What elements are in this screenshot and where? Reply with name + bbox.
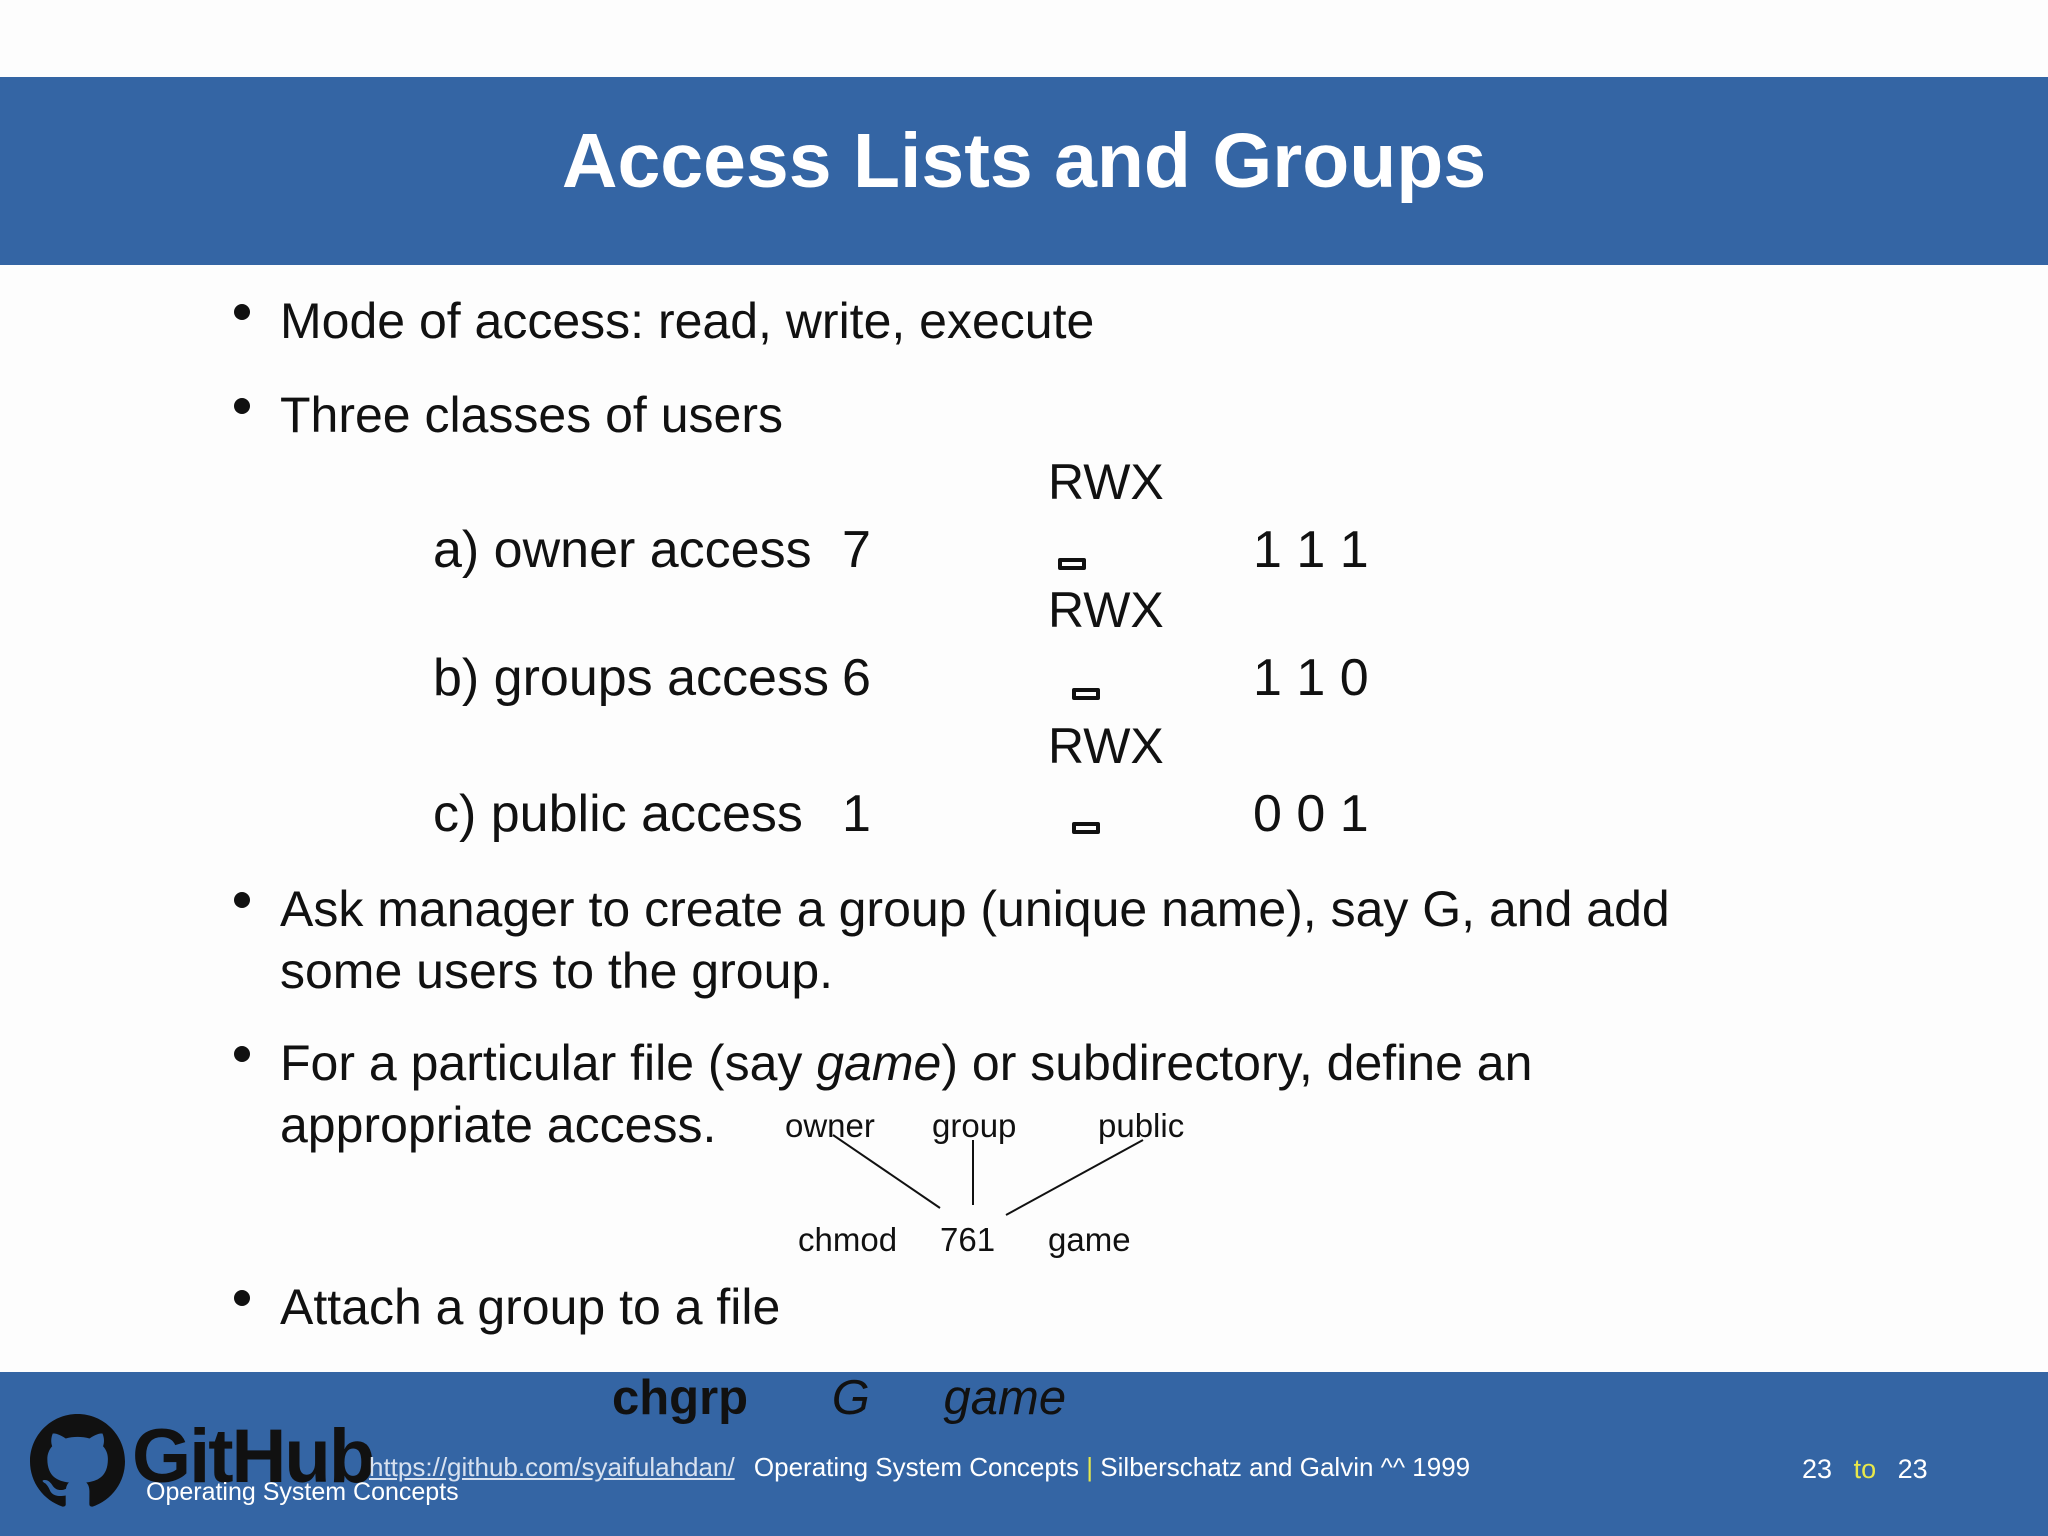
text-segment-italic: game [816,1035,942,1091]
page-current: 23 [1802,1454,1833,1484]
rwx-header: RWX [1048,582,1164,638]
bullet-three-classes: Three classes of users [280,387,783,443]
page-total: 23 [1897,1454,1928,1484]
arrow-down-icon [1072,822,1100,834]
file-name: game [1048,1221,1131,1258]
arrow-down-icon [1072,688,1100,700]
rwx-header: RWX [1048,454,1164,510]
chgrp-group: G [831,1371,870,1425]
bullet-particular-file-line1: For a particular file (say game) or subd… [280,1032,1532,1094]
footer-book-title: Operating System Concepts [753,1452,1080,1482]
row-label: b) groups access [433,649,829,707]
row-number: 6 [842,649,871,707]
footer-separator: | [1086,1452,1094,1482]
footer-overlay-title: Operating System Concepts [146,1478,459,1506]
row-number: 7 [842,521,871,579]
title-bar [0,77,2048,265]
footer-bar [0,1372,2048,1536]
text-segment: ) or subdirectory, define an [941,1035,1533,1091]
label-owner: owner [785,1107,875,1144]
bullet-dot [234,1290,250,1306]
mode-value: 761 [940,1221,996,1258]
rwx-header: RWX [1048,718,1164,774]
github-link[interactable]: https://github.com/syaifulahdan/ [369,1452,735,1482]
chgrp-command-line: chgrp G game [612,1368,1066,1428]
bullet-dot [234,1046,250,1062]
bullet-ask-manager-line2: some users to the group. [280,943,834,999]
github-wordmark: GitHub [132,1414,375,1499]
row-bits: 1 1 0 [1253,649,1369,707]
bullet-dot [234,398,250,414]
footer-authors: Silberschatz and Galvin ^^ 1999 [1100,1452,1471,1482]
bullet-attach-group: Attach a group to a file [280,1279,781,1335]
row-bits: 1 1 1 [1253,521,1369,579]
bullet-dot [234,892,250,908]
chgrp-file: game [943,1371,1067,1425]
bullet-particular-file-line2: appropriate access. [280,1097,717,1153]
bullet-dot [234,304,250,320]
footer-line: https://github.com/syaifulahdan/ Operati… [369,1452,1470,1482]
row-bits: 0 0 1 [1253,785,1369,843]
arrow-down-icon [1058,558,1086,570]
label-group: group [932,1107,1017,1144]
command-chmod: chmod [798,1221,898,1258]
row-label: a) owner access [433,521,812,579]
label-public: public [1098,1107,1185,1144]
page-to: to [1853,1454,1877,1484]
github-logo-icon [30,1414,125,1507]
chgrp-cmd: chgrp [612,1371,749,1425]
bullet-mode-of-access: Mode of access: read, write, execute [280,293,1095,349]
row-label: c) public access [433,785,803,843]
connector-public [1005,1139,1144,1216]
row-number: 1 [842,785,871,843]
page-counter: 23 to 23 [1802,1454,1928,1484]
text-segment: For a particular file (say [280,1035,817,1091]
slide-title: Access Lists and Groups [561,118,1487,204]
bullet-ask-manager-line1: Ask manager to create a group (unique na… [280,881,1670,937]
